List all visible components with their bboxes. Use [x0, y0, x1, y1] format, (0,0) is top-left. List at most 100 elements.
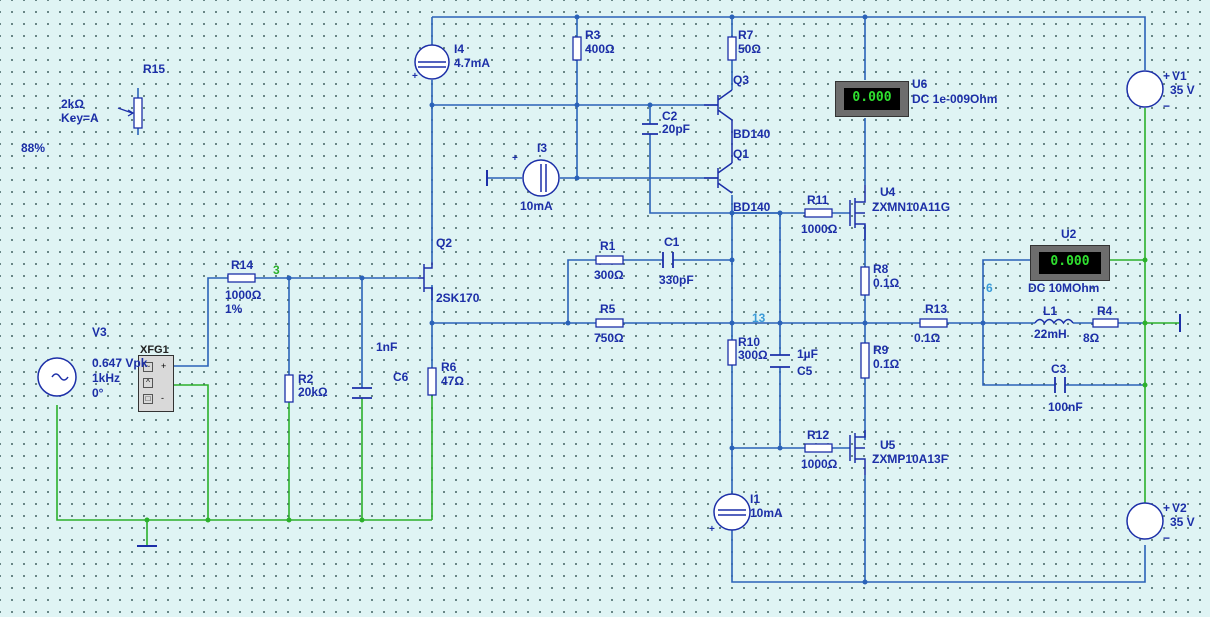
square-icon: □ [143, 394, 153, 404]
r12-ref: R12 [807, 428, 830, 442]
v2-plus: + [1163, 501, 1171, 515]
r3-ref: R3 [585, 28, 601, 42]
u6-meter[interactable]: 0.000 [835, 81, 909, 117]
u2-ref: U2 [1061, 227, 1077, 241]
i1-ref: I1 [750, 492, 761, 506]
v1-value: 35 V [1170, 83, 1195, 97]
r6-value: 47Ω [441, 374, 464, 388]
r2-ref: R2 [298, 372, 314, 386]
l1-coil [1034, 318, 1074, 325]
r8-value: 0.1Ω [873, 276, 900, 290]
u6-reading: 0.000 [844, 88, 900, 110]
u4-model: ZXMN10A11G [872, 200, 951, 214]
r10-ref: R10 [738, 335, 761, 349]
q3-ref: Q3 [733, 73, 750, 87]
r9-ref: R9 [873, 343, 889, 357]
r6-body [427, 367, 437, 396]
v3-phase: 0° [92, 386, 104, 400]
c2-ref: C2 [662, 109, 678, 123]
r10-value: 300Ω [738, 348, 768, 362]
r2-value: 20kΩ [298, 385, 328, 399]
r13-value: 0.1Ω [914, 331, 941, 345]
r12-body [804, 443, 833, 453]
v1-symbol [1126, 70, 1164, 108]
v2-ref: V2 [1172, 501, 1187, 515]
v1-plus: + [1163, 69, 1171, 83]
q2-model: 2SK170 [436, 291, 480, 305]
c5-plates [770, 354, 790, 368]
net-6: 6 [986, 281, 993, 295]
l1-value: 22mH [1034, 327, 1067, 341]
u2-meter[interactable]: 0.000 [1030, 245, 1110, 281]
c6-ref: C6 [393, 370, 409, 384]
c2-plates [642, 123, 658, 135]
r1-ref: R1 [600, 239, 616, 253]
r4-value: 8Ω [1083, 331, 1100, 345]
v2-symbol [1126, 502, 1164, 540]
r11-value: 1000Ω [801, 222, 838, 236]
r8-ref: R8 [873, 262, 889, 276]
xfg-pin-plus: + [161, 361, 167, 371]
r14-body [227, 273, 256, 283]
c5-value: 1µF [797, 347, 818, 361]
function-generator[interactable]: ~ ^ □ + - [138, 355, 174, 412]
v2-value: 35 V [1170, 515, 1195, 529]
r2-body [284, 374, 294, 403]
r7-value: 50Ω [738, 42, 761, 56]
r3-body [572, 36, 582, 61]
l1-ref: L1 [1043, 304, 1058, 318]
v2-minus: − [1163, 531, 1171, 545]
u6-ref: U6 [912, 77, 928, 91]
net-3: 3 [273, 263, 280, 277]
u5-model: ZXMP10A13F [872, 452, 949, 466]
xfg-pin-minus: - [161, 393, 164, 403]
q2-ref: Q2 [436, 236, 453, 250]
c6-plates [352, 387, 372, 399]
r12-value: 1000Ω [801, 457, 838, 471]
r13-body [919, 318, 948, 328]
r7-body [727, 36, 737, 61]
i4-ref: I4 [454, 42, 465, 56]
i1-symbol [713, 493, 751, 531]
r5-ref: R5 [600, 302, 616, 316]
triangle-icon: ^ [143, 378, 153, 388]
u5-ref: U5 [880, 438, 896, 452]
r4-body [1092, 318, 1119, 328]
q3-model: BD140 [733, 127, 771, 141]
r9-body [860, 342, 870, 379]
r1-body [595, 255, 624, 265]
r9-value: 0.1Ω [873, 357, 900, 371]
q1-ref: Q1 [733, 147, 750, 161]
c3-ref: C3 [1051, 362, 1067, 376]
r4-ref: R4 [1097, 304, 1113, 318]
r15-value: 2kΩ [61, 97, 84, 111]
v1-minus: − [1163, 99, 1171, 113]
r1-value: 300Ω [594, 268, 624, 282]
r11-body [804, 208, 833, 218]
c2-value: 20pF [662, 122, 691, 136]
r5-body [595, 318, 624, 328]
r10-body [727, 339, 737, 366]
r5-value: 750Ω [594, 331, 624, 345]
v3-amp: 0.647 Vpk [92, 356, 148, 370]
u2-mode: DC 10MOhm [1028, 281, 1100, 295]
i1-value: 10mA [750, 506, 783, 520]
v1-ref: V1 [1172, 69, 1187, 83]
c1-plates [662, 252, 674, 268]
c1-ref: C1 [664, 235, 680, 249]
c3-plates [1054, 377, 1066, 393]
r11-ref: R11 [807, 193, 829, 207]
r13-ref: R13 [925, 302, 948, 316]
r15-key: Key=A [61, 111, 99, 125]
c6-value: 1nF [376, 340, 398, 354]
u4-ref: U4 [880, 185, 896, 199]
r14-ref: R14 [231, 258, 254, 272]
r7-ref: R7 [738, 28, 754, 42]
i3-plus: + [512, 153, 518, 164]
u6-mode: DC 1e-009Ohm [912, 92, 998, 106]
r14-tol: 1% [225, 302, 243, 316]
c3-value: 100nF [1048, 400, 1083, 414]
u2-reading: 0.000 [1039, 252, 1101, 274]
